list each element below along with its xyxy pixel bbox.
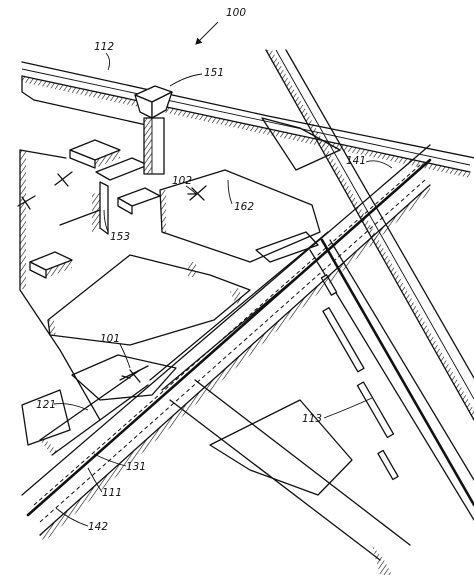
- label-101: 101: [100, 333, 120, 345]
- figure-pointer: 100: [195, 7, 246, 45]
- runway-113: [169, 238, 474, 575]
- label-153: 153: [110, 231, 130, 243]
- apron-blocks: [21, 117, 353, 496]
- aircraft-icon: [17, 195, 36, 210]
- taxiway-121: [39, 231, 336, 456]
- runway-111: [21, 144, 432, 542]
- terminal-153: [29, 139, 161, 279]
- label-113: 113: [302, 413, 322, 425]
- label-111: 111: [102, 487, 122, 499]
- label-141: 141: [346, 155, 366, 167]
- label-121: 121: [36, 399, 56, 411]
- tower-151: [134, 85, 173, 175]
- figure-label: 100: [226, 7, 246, 19]
- top-road: [21, 61, 474, 178]
- ground-outline: [19, 75, 161, 421]
- aircraft-icon: [187, 185, 207, 201]
- reference-labels: 112 151 141 102 162 153 101 121 113 131 …: [36, 41, 393, 533]
- label-112: 112: [94, 41, 114, 53]
- aircraft-icon: [54, 171, 73, 187]
- label-142: 142: [88, 521, 108, 533]
- label-162: 162: [234, 201, 254, 213]
- label-102: 102: [172, 175, 192, 187]
- arrow-icon: [195, 21, 219, 45]
- aircraft-icon: [119, 365, 149, 383]
- label-151: 151: [204, 67, 224, 79]
- label-131: 131: [126, 461, 146, 473]
